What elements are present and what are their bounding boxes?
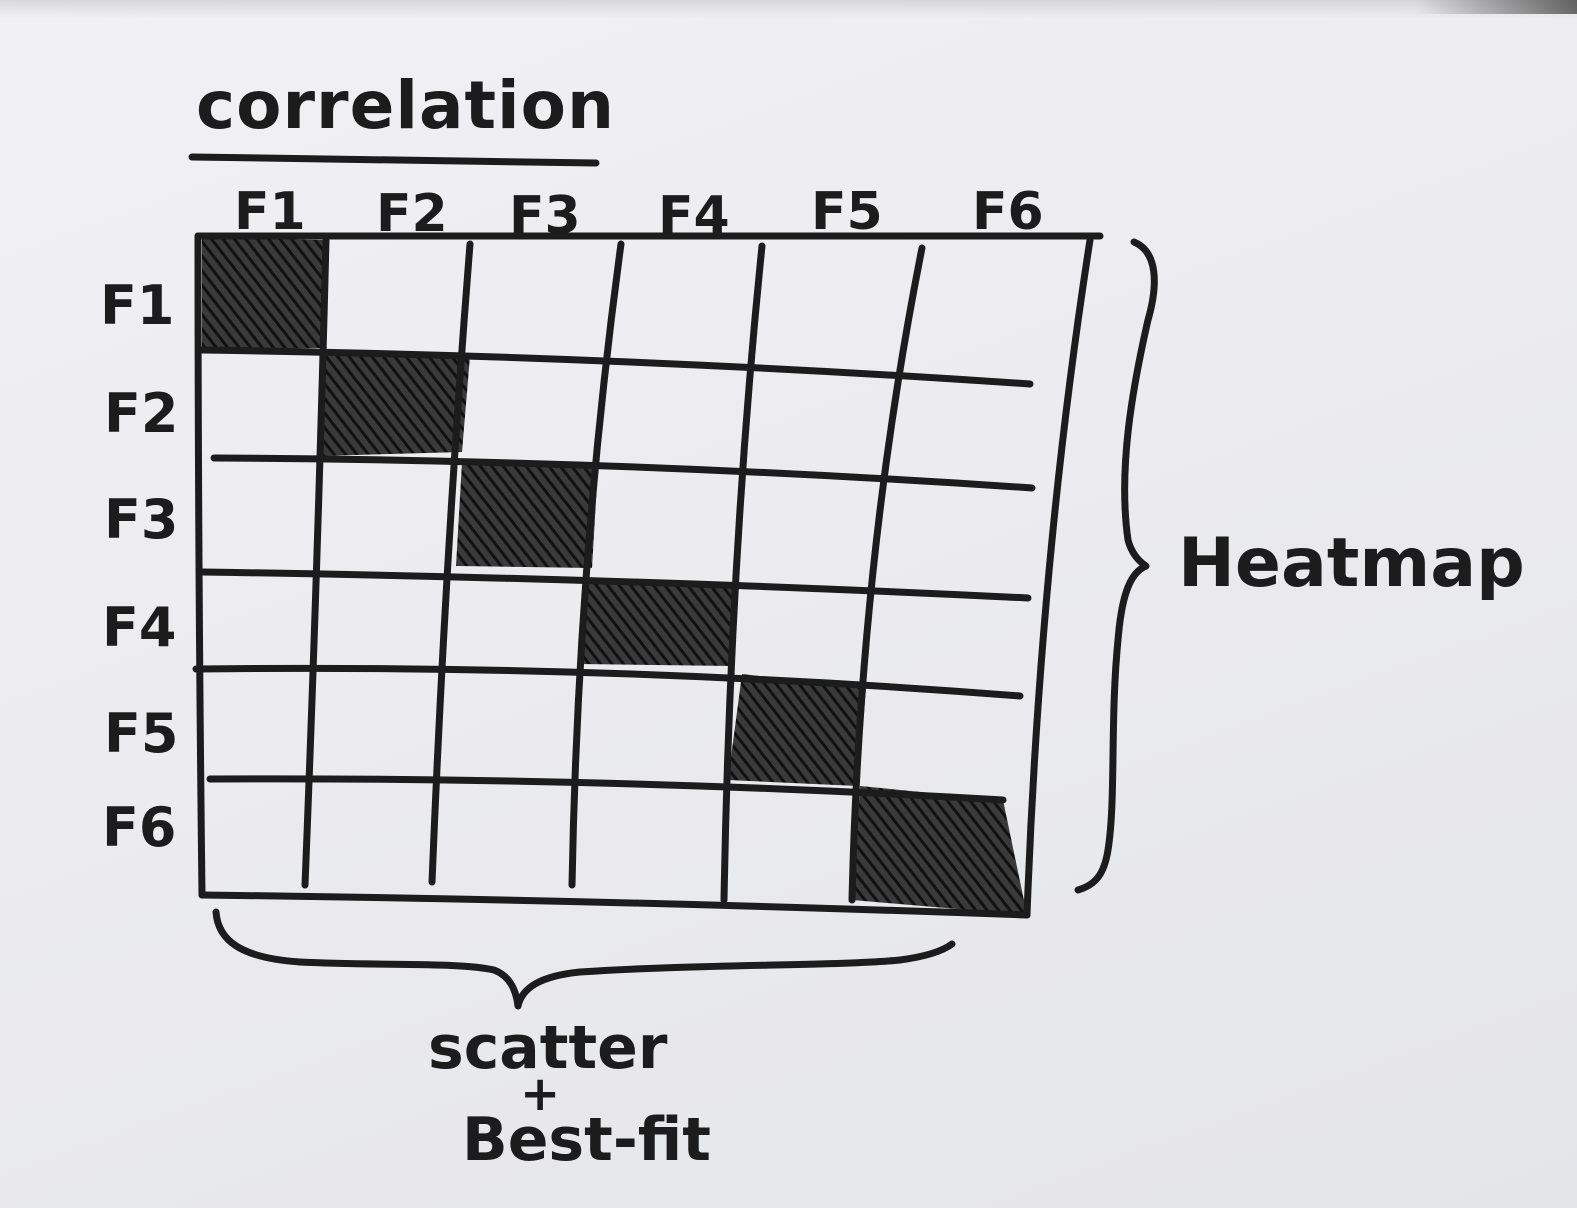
shaded-cell xyxy=(456,462,598,568)
column-label: F1 xyxy=(234,182,306,242)
grid-col-line-1 xyxy=(301,236,330,889)
grid-row-line-3 xyxy=(198,568,1032,602)
grid-row-line-4 xyxy=(192,664,1024,700)
paper-corner-shadow xyxy=(1417,0,1577,14)
bottom-annotation-line3: Best-fit xyxy=(462,1105,711,1175)
grid-col-line-5 xyxy=(848,244,926,904)
row-labels: F1 F2 F3 F4 F5 F6 xyxy=(100,274,178,859)
column-label: F6 xyxy=(972,182,1044,242)
paper-top-shadow xyxy=(0,0,1577,18)
title-underline xyxy=(188,153,600,167)
row-label: F6 xyxy=(102,796,176,859)
right-curly-brace xyxy=(1074,238,1158,894)
grid-col-line-2 xyxy=(428,240,474,886)
grid-row-line-5 xyxy=(206,775,1007,804)
column-label: F2 xyxy=(376,184,448,244)
shaded-cell xyxy=(852,786,1027,915)
shaded-cell xyxy=(202,238,326,350)
row-label: F1 xyxy=(100,274,174,337)
bottom-annotation-line2: + xyxy=(520,1066,560,1122)
column-label: F3 xyxy=(509,186,581,246)
grid-col-line-4 xyxy=(720,242,766,904)
column-label: F4 xyxy=(658,186,730,246)
grid-bottom-border xyxy=(198,891,1031,919)
bottom-annotation-line1: scatter xyxy=(428,1013,668,1083)
grid-left-border xyxy=(194,232,206,899)
grid-col-line-3 xyxy=(568,240,625,889)
row-label: F2 xyxy=(104,382,178,445)
column-label: F5 xyxy=(811,182,883,242)
shaded-cell xyxy=(580,578,738,666)
bottom-curly-brace xyxy=(212,908,956,1010)
row-label: F5 xyxy=(104,702,178,765)
row-label: F3 xyxy=(104,488,178,551)
column-labels: F1 F2 F3 F4 F5 F6 xyxy=(234,182,1044,246)
shaded-diagonal-cells xyxy=(202,238,1027,915)
heatmap-annotation: Heatmap xyxy=(1178,524,1525,603)
shaded-cell xyxy=(318,352,470,456)
row-label: F4 xyxy=(102,596,176,659)
grid-row-line-2 xyxy=(210,454,1036,492)
grid-right-border xyxy=(1023,236,1094,919)
shaded-cell xyxy=(728,674,866,786)
diagram-title: correlation xyxy=(196,67,615,144)
heatmap-grid xyxy=(192,232,1104,919)
